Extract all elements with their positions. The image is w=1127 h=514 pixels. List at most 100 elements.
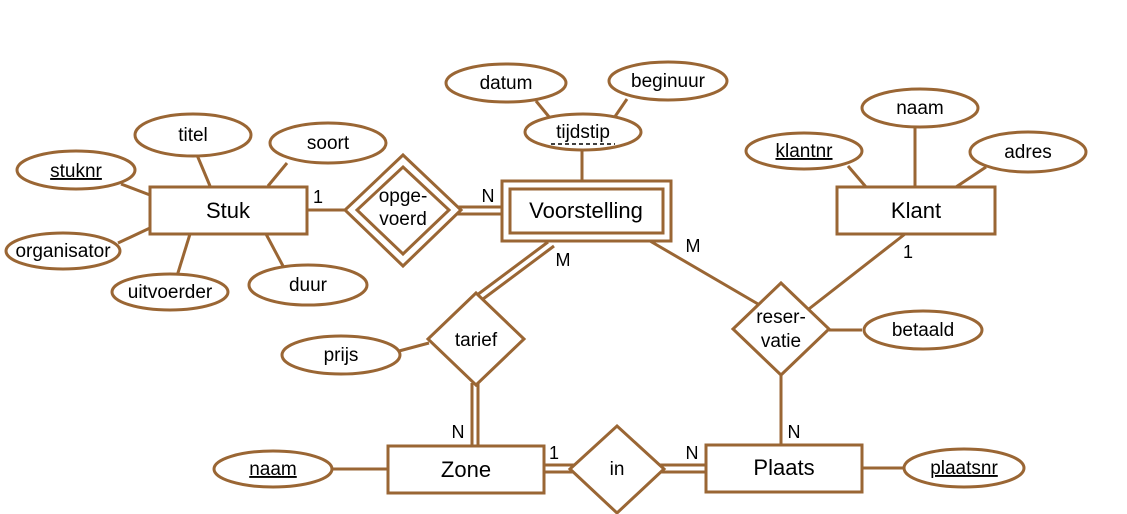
card-voorstelling-tarief: M [556,250,571,270]
attribute-adres: adres [968,130,1088,174]
soort-ellipse [268,121,388,165]
betaald-label: betaald [892,320,954,341]
attribute-soort: soort [268,121,388,165]
beginuur-ellipse [607,60,729,102]
klant-label: Klant [891,198,941,223]
entity-stuk: Stuk [148,185,309,236]
entity-klant: Klant [835,185,997,236]
stuknr-ellipse [15,149,137,191]
line-tarief-prijs [398,341,430,353]
card-voorstelling-reservatie: M [686,236,701,256]
line-klant-reservatie [804,232,906,314]
line-tijdstip-datum [534,100,552,119]
organisator-label: organisator [15,241,111,262]
line-stuk-organisator [117,226,151,245]
tijdstip-label: tijdstip [556,122,610,143]
cardinality-labels: 1 N M M 1 N 1 N N [313,186,913,463]
line-stuk-soort [266,162,289,187]
titel-label: titel [178,125,208,146]
plaatsnr-ellipse [902,447,1026,489]
attribute-datum: datum [444,62,568,104]
entity-zone: Zone [386,444,546,495]
klantnr-label: klantnr [775,141,833,162]
relationship-opgevoerd: opge- voerd [342,152,464,269]
zone-box [386,444,546,495]
line-voorstelling-reservatie [649,239,759,306]
entity-voorstelling: Voorstelling [500,179,673,243]
klant-naam-ellipse [860,87,980,129]
attribute-prijs: prijs [280,334,402,376]
line-tijdstip-beginuur [612,98,629,119]
attribute-organisator: organisator [4,231,122,271]
tarief-diamond [425,290,527,388]
line-stuk-titel [195,154,212,187]
prijs-ellipse [280,334,402,376]
prijs-label: prijs [324,345,359,366]
zone-naam-label: naam [249,459,297,480]
in-label: in [610,459,625,480]
stuk-box [148,185,309,236]
attribute-plaatsnr: plaatsnr [902,447,1026,489]
line-klant-klantnr [846,165,868,188]
stuk-label: Stuk [206,198,251,223]
line-stuk-stuknr [120,182,151,197]
card-zone-tarief: N [452,422,465,442]
attribute-stuknr: stuknr [15,149,137,191]
relationship-tarief: tarief [425,290,527,388]
attribute-uitvoerder: uitvoerder [110,272,230,312]
reservatie-label-line2: vatie [761,331,801,352]
entity-plaats: Plaats [704,443,864,494]
zone-label: Zone [441,457,491,482]
card-plaats-in: N [686,443,699,463]
opgevoerd-label-line2: voerd [379,209,427,230]
attribute-klantnr: klantnr [744,131,864,171]
uitvoerder-label: uitvoerder [128,282,213,303]
voorstelling-label: Voorstelling [529,198,643,223]
relationship-in: in [567,423,667,514]
opgevoerd-label-line1: opge- [379,186,428,207]
titel-ellipse [133,112,253,158]
card-klant-reservatie: 1 [903,242,913,262]
voorstelling-box-inner [508,187,665,235]
tarief-label: tarief [455,330,498,351]
attribute-duur: duur [247,263,369,307]
duur-label: duur [289,275,328,296]
relationship-reservatie: reser- vatie [730,280,832,378]
adres-ellipse [968,130,1088,174]
line-klant-adres [955,165,987,189]
betaald-ellipse [862,309,984,351]
connection-lines [117,98,987,474]
datum-ellipse [444,62,568,104]
line-stuk-duur [264,233,285,267]
attribute-tijdstip: tijdstip [523,112,643,152]
soort-label: soort [307,133,350,154]
attribute-zone-naam: naam [212,449,334,489]
attribute-beginuur: beginuur [607,60,729,102]
attribute-klant-naam: naam [860,87,980,129]
plaats-label: Plaats [753,455,814,480]
line-voorstelling-tarief-1 [472,240,549,300]
in-diamond [567,423,667,514]
attribute-titel: titel [133,112,253,158]
plaats-box [704,443,864,494]
card-stuk-opgevoerd: 1 [313,187,323,207]
zone-naam-ellipse [212,449,334,489]
datum-label: datum [480,73,533,94]
klant-box [835,185,997,236]
line-stuk-uitvoerder [175,233,192,277]
duur-ellipse [247,263,369,307]
uitvoerder-ellipse [110,272,230,312]
plaatsnr-label: plaatsnr [930,458,998,479]
card-plaats-reservatie: N [788,422,801,442]
card-zone-in: 1 [549,443,559,463]
adres-label: adres [1004,142,1052,163]
attribute-betaald: betaald [862,309,984,351]
reservatie-label-line1: reser- [756,307,806,328]
organisator-ellipse [4,231,122,271]
opgevoerd-diamond-inner [354,164,452,257]
reservatie-diamond [730,280,832,378]
card-voorstelling-opgevoerd: N [482,186,495,206]
klant-naam-label: naam [896,98,944,119]
tijdstip-ellipse [523,112,643,152]
stuknr-label: stuknr [50,161,102,182]
